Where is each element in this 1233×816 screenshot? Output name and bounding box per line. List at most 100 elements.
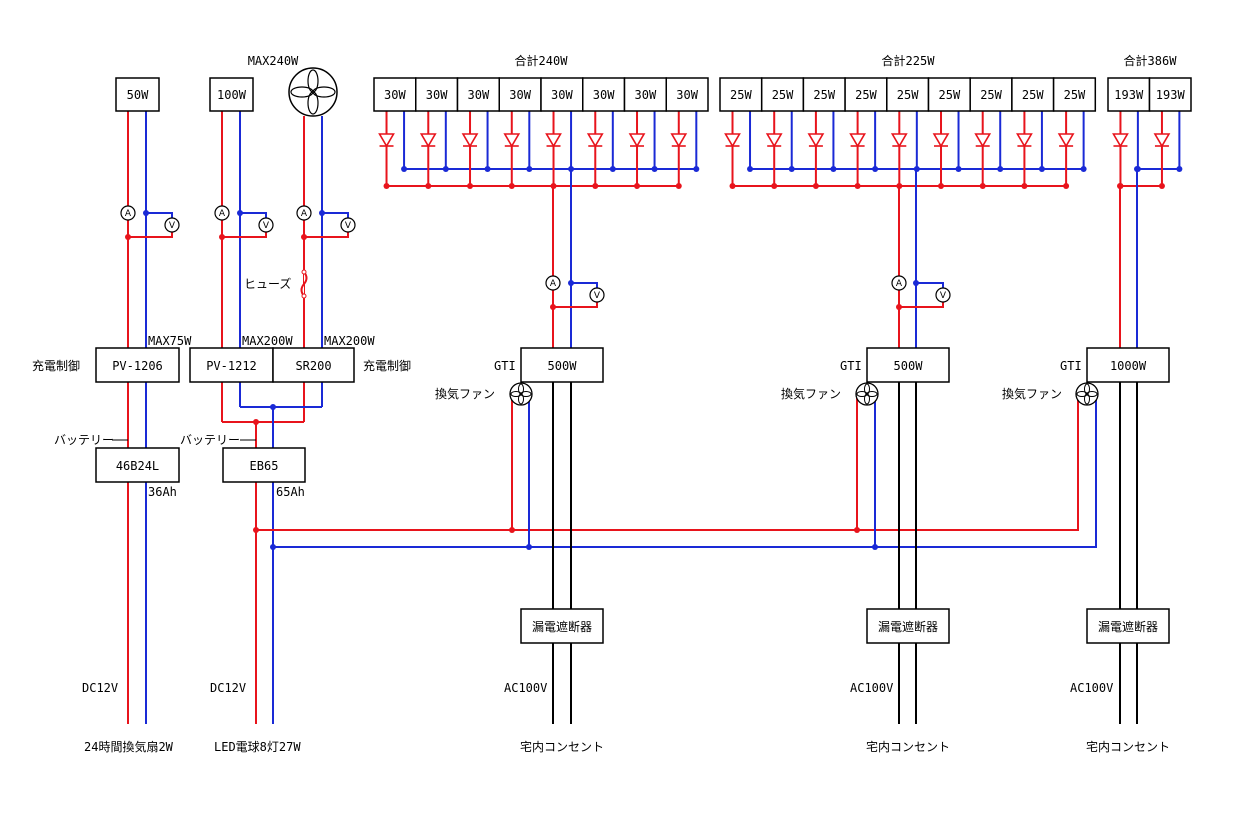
array1-panel: 30W [623,77,667,112]
diode-icon [503,133,521,148]
gti-500w-a-label: 500W [548,359,578,373]
array2-panel: 25W [760,77,805,112]
diode-icon [419,133,437,148]
breaker-2-label: 漏電遮断器 [878,619,938,634]
svg-text:A: A [219,209,226,219]
diode-icon [1016,133,1033,148]
panel-50w-label: 50W [127,88,149,102]
array2-panel: 25W [844,77,888,112]
diode-icon [1112,133,1129,148]
wires [112,110,1183,724]
svg-text:V: V [940,291,947,301]
diode-icon [807,133,825,148]
array1-panel-label: 30W [509,88,531,102]
diode-icon [545,133,562,148]
breaker-1-label: 漏電遮断器 [532,619,592,634]
array3-panel-label: 193W [1114,88,1144,102]
array2-panel-label: 25W [897,88,919,102]
fuse-icon [300,269,308,299]
array2-panel: 25W [886,77,930,112]
ammeter-icon: A [120,205,136,221]
total-240-label: 合計240W [515,53,569,68]
gti-1000w: 1000W [1086,347,1170,383]
diode-icon [849,133,867,148]
ammeter-icon: A [296,205,312,221]
gti-label-3: GTI [1060,359,1082,373]
fuse-label: ヒューズ [244,276,291,291]
charge-control-right-label: 充電制御 [363,358,411,373]
svg-text:V: V [345,221,352,231]
array3-panel: 193W [1148,77,1192,112]
breaker-1: 漏電遮断器 [520,608,604,644]
svg-text:A: A [550,279,557,289]
array2-panel-label: 25W [980,88,1002,102]
pv1212-label: PV-1212 [206,359,257,373]
fan-icon-1 [509,382,533,406]
array1-panel-label: 30W [676,88,698,102]
array1-panel: 30W [498,77,542,112]
text-labels: MAX240W 合計240W 合計225W 合計386W MAX75W MAX2… [32,53,1177,754]
diode-icon [1057,133,1075,148]
breaker-3-label: 漏電遮断器 [1098,619,1158,634]
array1-panel: 30W [665,77,709,112]
breaker-2: 漏電遮断器 [866,608,950,644]
diode-icon [461,133,479,148]
ammeter-icon: A [214,205,230,221]
outlet-label-1: 宅内コンセント [520,739,604,754]
pv1206-label: PV-1206 [112,359,163,373]
ac100v-label-3: AC100V [1070,681,1113,695]
svg-text:V: V [263,221,270,231]
gti-label-1: GTI [494,359,516,373]
svg-text:A: A [896,279,903,289]
diode-icon [628,133,646,148]
gti-1000w-label: 1000W [1110,359,1147,373]
fan-label-3: 換気ファン [1002,386,1062,401]
fan-label-2: 換気ファン [781,386,841,401]
array2-panel-label: 25W [772,88,794,102]
array2-panel-label: 25W [813,88,835,102]
battery-eb65: EB65 [222,447,306,483]
charge-controller-sr200: SR200 [272,347,355,383]
array1-panel-label: 30W [551,88,573,102]
battery-eb65-label: EB65 [250,459,279,473]
battery-label-1: バッテリー [54,433,114,447]
total-386-label: 合計386W [1124,53,1178,68]
charge-control-left-label: 充電制御 [32,358,80,373]
max200-label-a: MAX200W [242,334,293,348]
array1-panel: 30W [373,77,417,112]
array2-panel-label: 25W [730,88,752,102]
svg-text:A: A [125,209,132,219]
array2-panel: 25W [969,77,1013,112]
array1-panel-label: 30W [593,88,615,102]
fan-icon-2 [855,382,879,406]
array3-panel: 193W [1107,77,1151,112]
voltmeter-icon: V [340,217,356,233]
array2-panel: 25W [719,77,763,112]
dc12v-label-1: DC12V [82,681,118,695]
gti-500w-a: 500W [520,347,604,383]
array1-panel-label: 30W [384,88,406,102]
battery-46b24l-label: 46B24L [116,459,159,473]
sr200-label: SR200 [295,359,331,373]
load-led-label: LED電球8灯27W [214,740,301,754]
ammeter-icon: A [891,275,907,291]
svg-text:V: V [169,221,176,231]
wind-turbine-icon [288,67,338,117]
max200-label-b: MAX200W [324,334,375,348]
solar-array-386w: 193W 193W [1107,77,1192,148]
ah36-label: 36Ah [148,485,177,499]
max75-label: MAX75W [148,334,192,348]
array3-panel-label: 193W [1156,88,1186,102]
array1-panel-label: 30W [468,88,490,102]
ac100v-label-2: AC100V [850,681,893,695]
array1-panel: 30W [540,77,584,112]
junction-dots [125,166,1140,550]
ah65-label: 65Ah [276,485,305,499]
diode-icon [1153,133,1171,148]
array2-panel-label: 25W [855,88,877,102]
voltmeter-icon: V [935,287,951,303]
outlet-label-3: 宅内コンセント [1086,739,1170,754]
breaker-3: 漏電遮断器 [1086,608,1170,644]
